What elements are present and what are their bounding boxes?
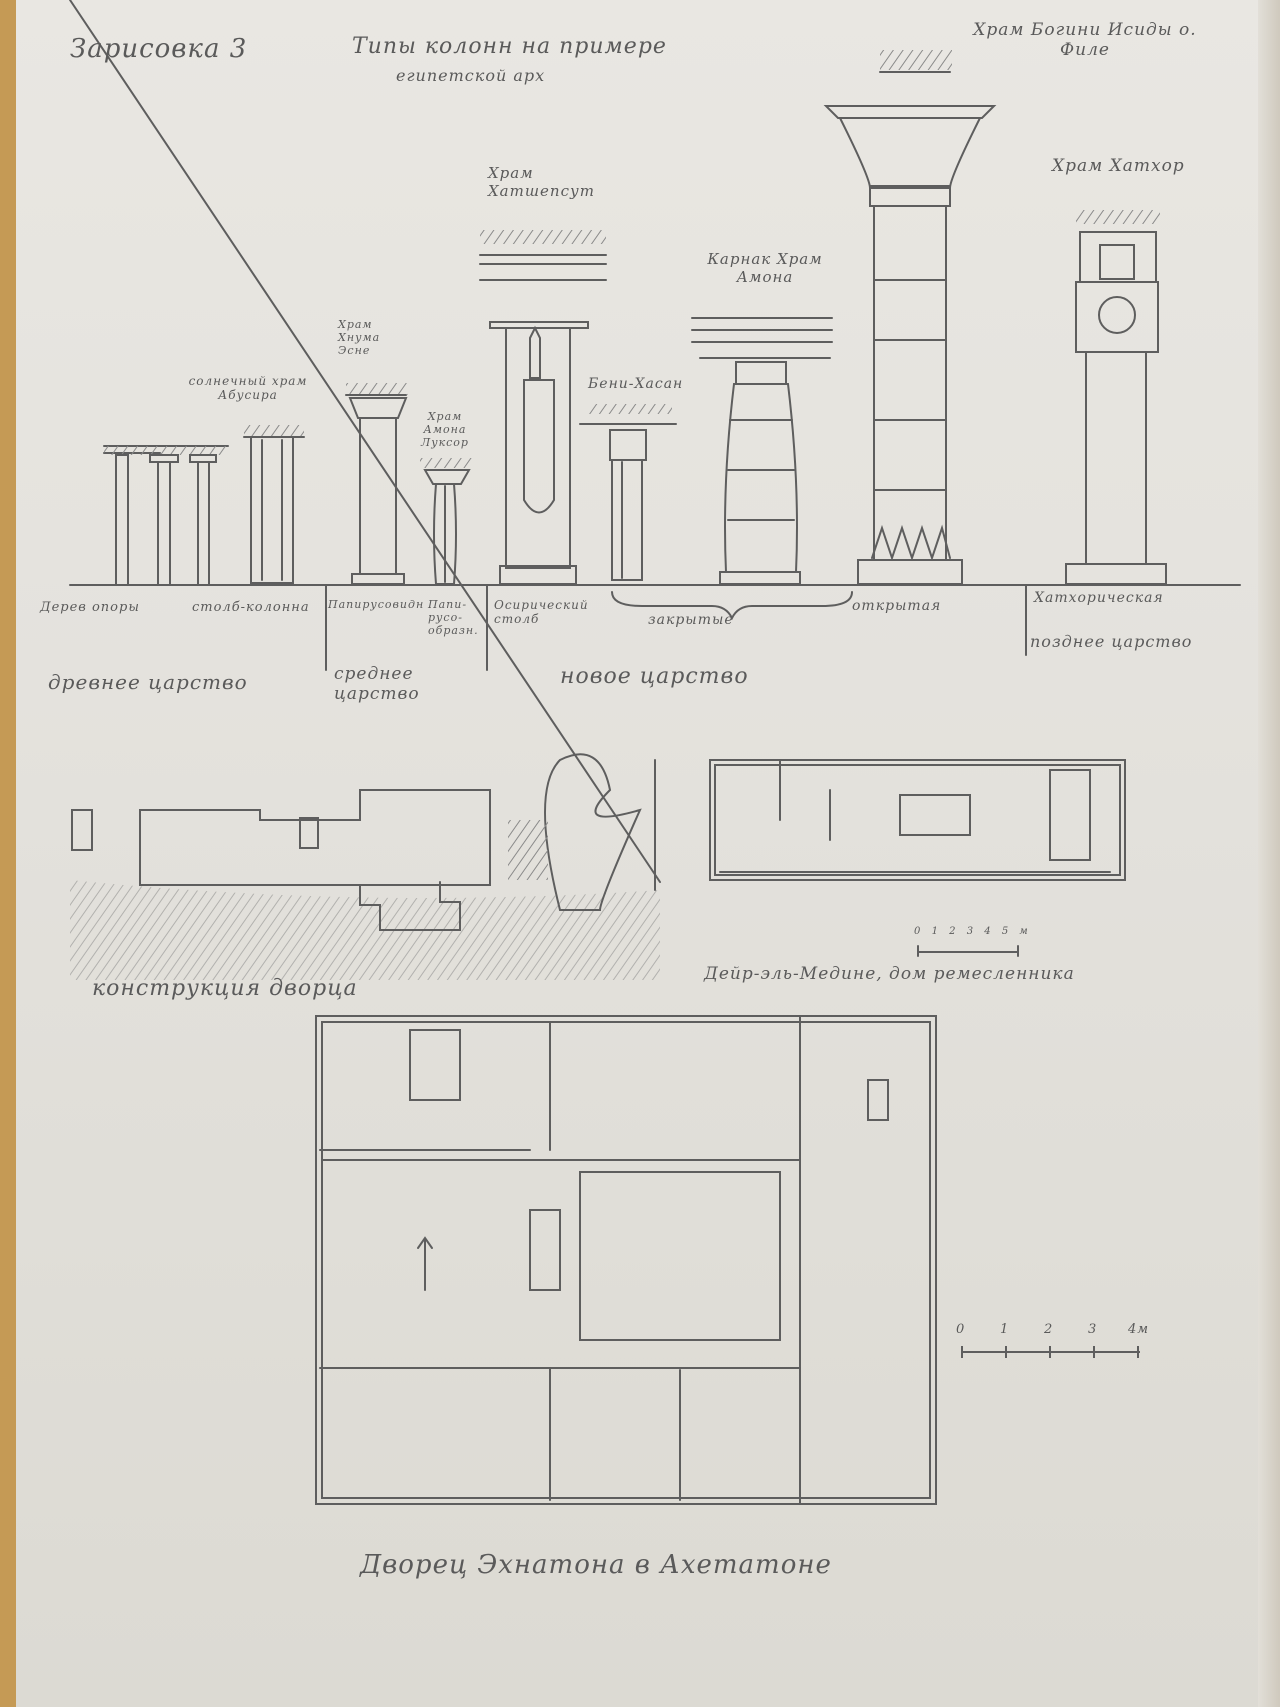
temple-label-abusir: солнечный храм Абусира xyxy=(188,374,308,402)
karnak-papyrus-column xyxy=(691,317,833,585)
lotus-bud-column xyxy=(579,404,677,581)
column-label-wood: Дерев опоры xyxy=(40,600,140,615)
temple-label-benihasan: Бени-Хасан xyxy=(588,376,684,392)
sheet-subtitle-2: египетской арх xyxy=(396,66,546,85)
osiris-pillar xyxy=(479,230,607,585)
scale-num: 1 xyxy=(931,926,942,937)
column-label-papyrus-bundle: Папи-русо-образн. xyxy=(428,598,479,637)
temple-label-karnak: Карнак Храм Амона xyxy=(707,250,823,286)
column-label-closed: закрытые xyxy=(648,612,734,628)
house-plan-drawing xyxy=(709,759,1126,881)
temple-label-khnum: Храм Хнума Эсне xyxy=(338,318,381,357)
sheet-subtitle-1: Типы колонн на примере xyxy=(352,34,667,59)
scale-num: 3 xyxy=(1088,1322,1098,1337)
brace xyxy=(611,591,853,621)
scale-num: 4 xyxy=(984,926,995,937)
era-late-kingdom: позднее царство xyxy=(1030,632,1193,651)
palace-section-caption: конструкция дворца xyxy=(92,976,358,1001)
house-plan-caption: Дейр-эль-Медине, дом ремесленника xyxy=(704,964,1075,984)
palace-section-drawing xyxy=(69,0,661,980)
scale-num: 2 xyxy=(1044,1322,1054,1337)
akhenaten-palace-plan xyxy=(315,1015,937,1505)
era-middle-kingdom: среднее царство xyxy=(334,664,420,704)
column-label-pillar: столб-колонна xyxy=(192,600,310,615)
wooden-support-columns xyxy=(103,445,229,586)
scale-num: 0 xyxy=(914,926,925,937)
scale-num: 3 xyxy=(966,926,978,937)
akhetaten-caption: Дворец Эхнатона в Ахетатоне xyxy=(360,1550,832,1580)
column-label-osiris: Осирический столб xyxy=(494,598,589,626)
wooden-table-edge xyxy=(0,0,16,1707)
era-old-kingdom: древнее царство xyxy=(48,670,248,694)
column-label-open: открытая xyxy=(852,598,942,614)
pillar-column xyxy=(243,425,305,584)
paper-shadow-edge xyxy=(1258,0,1280,1707)
small-scale-bar xyxy=(917,945,1019,957)
hathor-column xyxy=(1065,210,1167,585)
temple-label-hatshepsut: Храм Хатшепсут xyxy=(488,164,595,200)
scale-num: 2 xyxy=(949,926,960,937)
temple-label-hathor: Храм Хатхор xyxy=(1052,156,1185,176)
papyrus-column xyxy=(345,383,408,585)
papyrus-bundle-column xyxy=(420,458,472,585)
scale-unit: м xyxy=(1019,926,1032,937)
temple-label-isis: Храм Богини Исиды о. Филе xyxy=(973,20,1197,60)
temple-label-luxor: Храм Амона Луксор xyxy=(421,410,469,449)
era-new-kingdom: новое царство xyxy=(560,664,749,689)
sheet-title: Зарисовка 3 xyxy=(70,34,248,64)
scale-num: 5 xyxy=(1001,926,1013,937)
column-label-papyrus: Папирусовидн xyxy=(328,598,425,611)
small-scale-numbers: 0 1 2 3 4 5 м xyxy=(914,926,1032,937)
open-papyrus-column xyxy=(823,50,997,585)
scale-num: 1 xyxy=(1000,1322,1010,1337)
scale-num: 0 xyxy=(956,1322,966,1337)
column-label-hathoric: Хатхорическая xyxy=(1034,590,1164,606)
scale-num: 4м xyxy=(1128,1322,1150,1337)
